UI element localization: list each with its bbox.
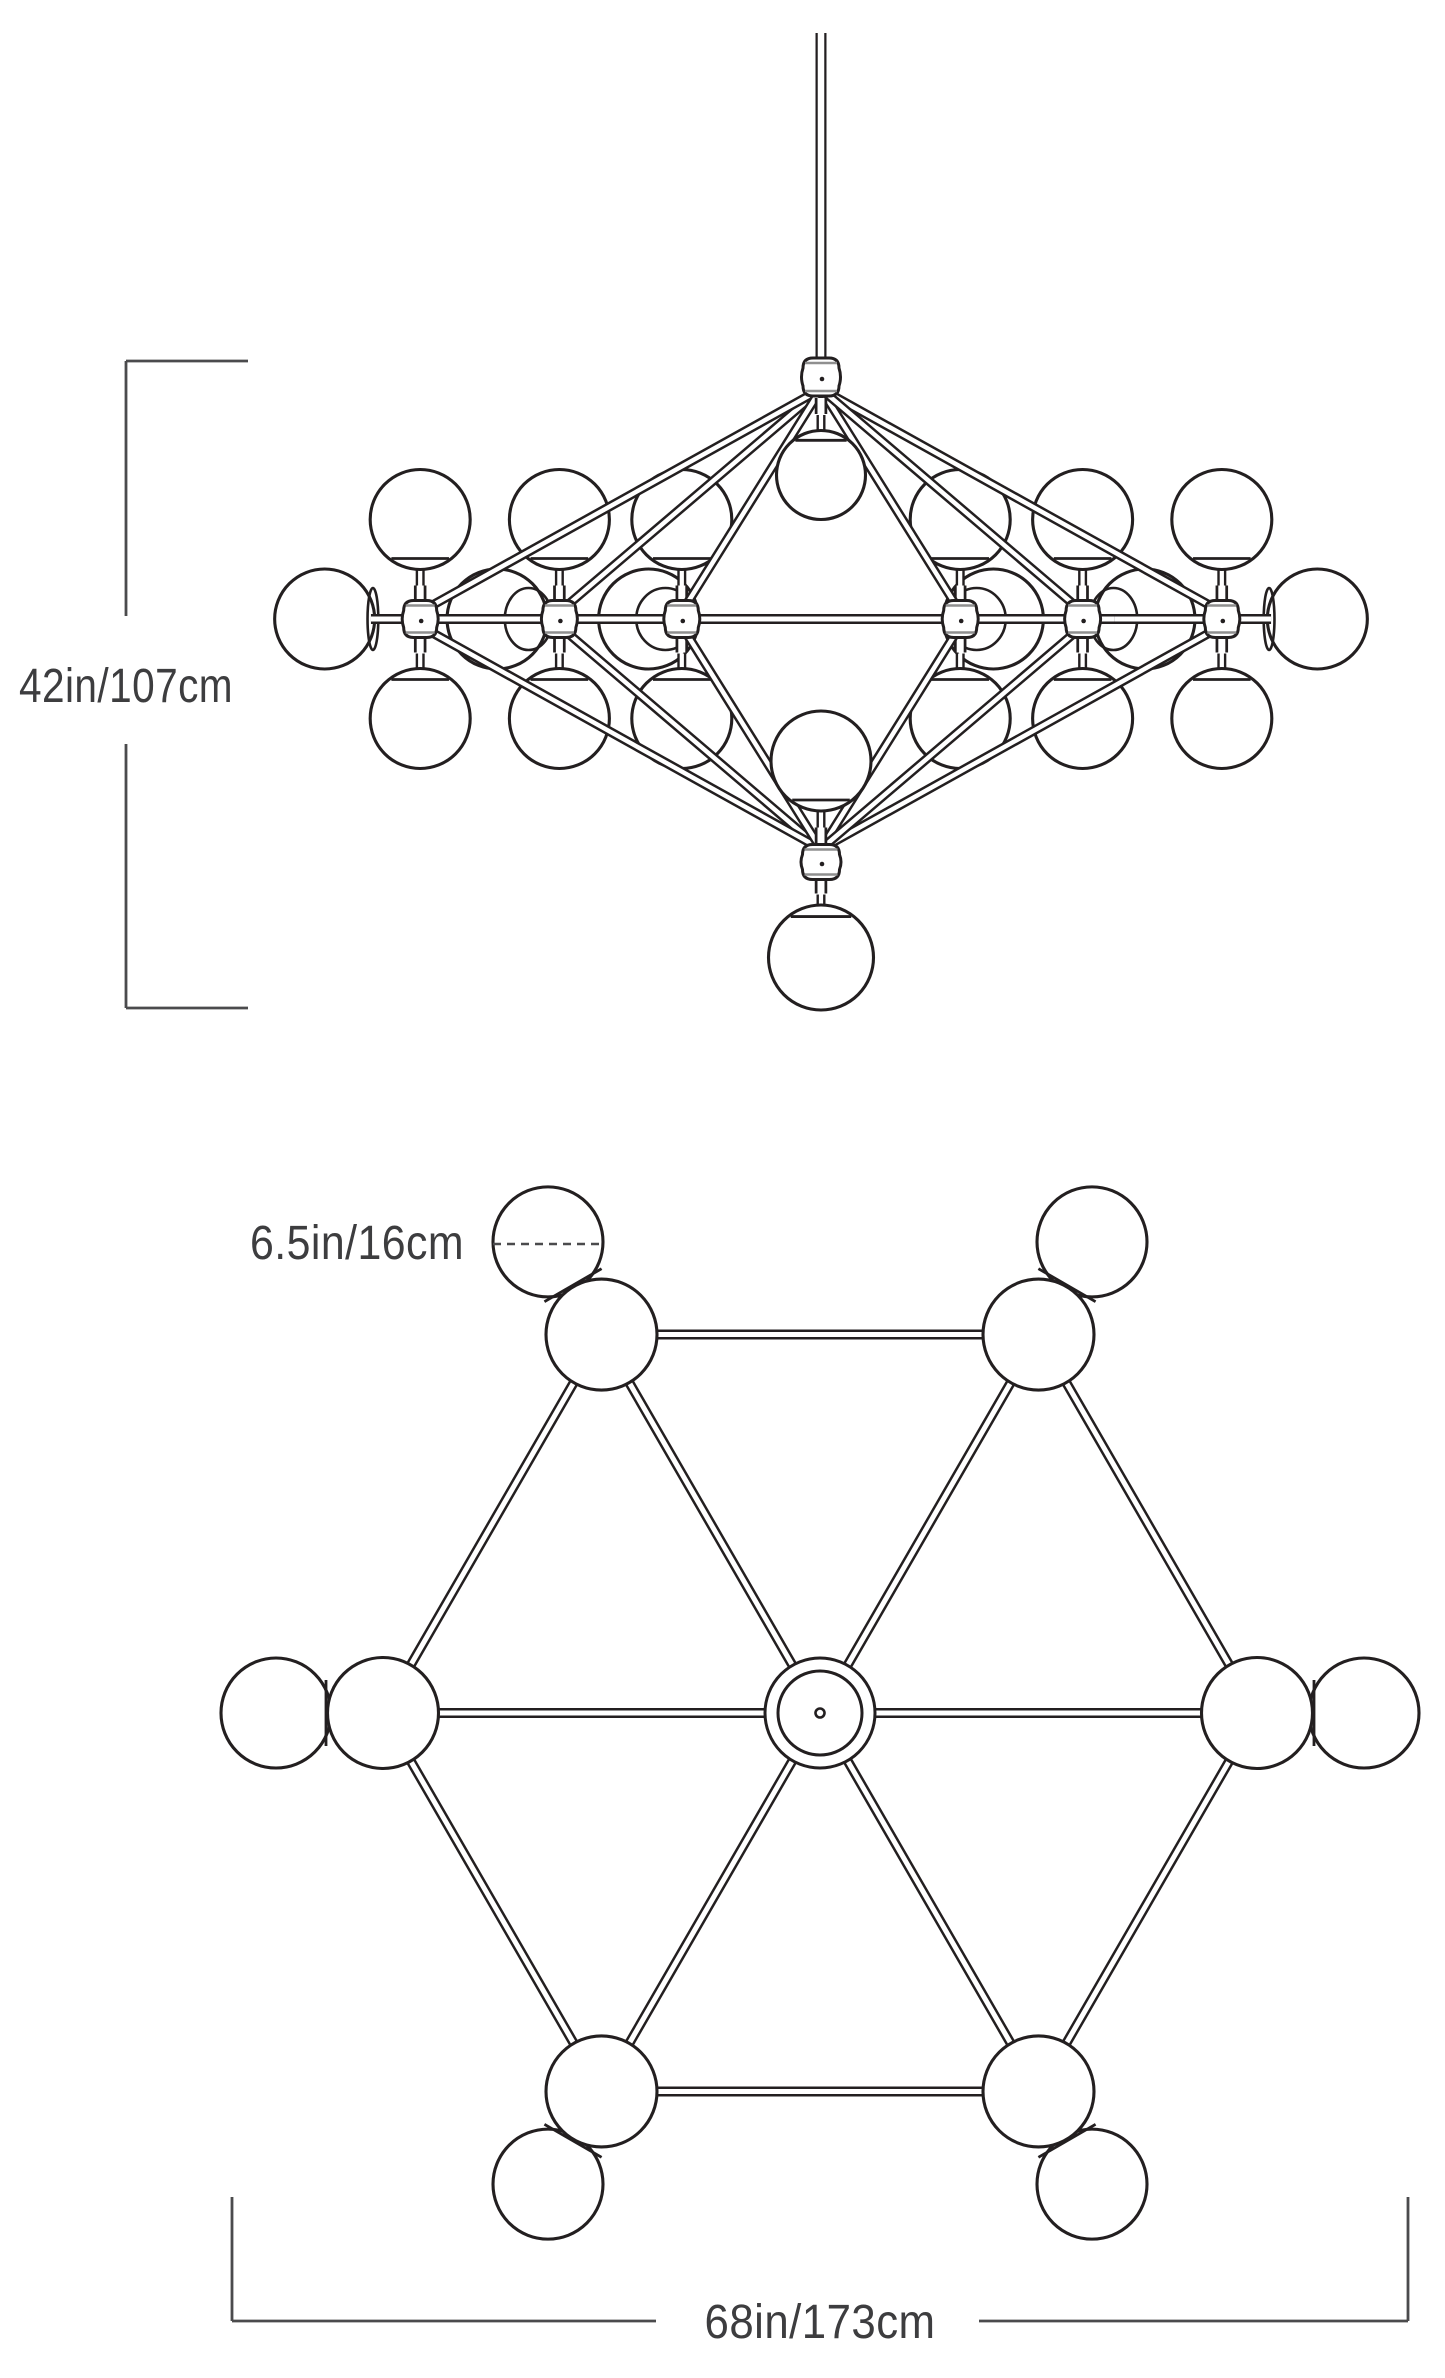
globe [544, 1277, 659, 1392]
rod-core [819, 387, 1223, 614]
rod-core [380, 1333, 604, 1715]
rod-core [817, 1711, 1041, 2093]
globe [491, 1185, 605, 1299]
hub-pin [680, 618, 686, 624]
plan-view [219, 1185, 1421, 2241]
globe [1265, 567, 1369, 671]
hub-pin [819, 376, 825, 382]
globe [491, 2127, 605, 2241]
rod-core [819, 624, 963, 851]
rod-core [817, 1333, 1041, 1715]
globe [1307, 1656, 1421, 1770]
globe [1170, 467, 1274, 572]
globe [774, 428, 868, 522]
globe [273, 567, 377, 671]
width-dimension-label: 68in/173cm [705, 2296, 936, 2349]
globe [981, 1277, 1096, 1392]
width-dimension [230, 2197, 1410, 2323]
rod-core [679, 387, 823, 614]
globe [769, 709, 873, 813]
globe [1170, 666, 1274, 771]
height-dimension [124, 359, 248, 1010]
globe-diameter-label: 6.5in/16cm [250, 1217, 464, 1270]
globe [368, 666, 472, 771]
rod-core [679, 624, 823, 851]
hub-pin [418, 618, 424, 624]
height-dimension-label: 42in/107cm [19, 660, 233, 713]
rod-core [599, 1711, 823, 2093]
globe [368, 467, 472, 572]
rod-core [819, 387, 1085, 614]
globe [766, 903, 876, 1012]
globe [1035, 1185, 1149, 1299]
rod-core [419, 387, 823, 614]
hub-pin [958, 618, 964, 624]
rod-core [557, 387, 823, 614]
rod-core [1036, 1711, 1260, 2093]
hub-pin [558, 618, 563, 624]
rod-core [380, 1711, 604, 2093]
rod-core [599, 1333, 823, 1715]
rod-core [819, 624, 1085, 851]
elevation-view [273, 33, 1369, 1012]
rod-core [819, 387, 963, 614]
hub-pin [1220, 618, 1226, 624]
globe [1035, 2127, 1149, 2241]
rod-core [419, 624, 823, 851]
globe [544, 2034, 659, 2149]
globe [981, 2034, 1096, 2149]
center-stem-dot [814, 1707, 826, 1719]
hub-pin [819, 861, 825, 867]
globe [1199, 1655, 1315, 1771]
rod-core [819, 624, 1223, 851]
hub-pin [1081, 618, 1086, 624]
globe [325, 1655, 441, 1771]
rod-core [1036, 1333, 1260, 1715]
rod-core [557, 624, 823, 851]
globe [219, 1656, 333, 1770]
